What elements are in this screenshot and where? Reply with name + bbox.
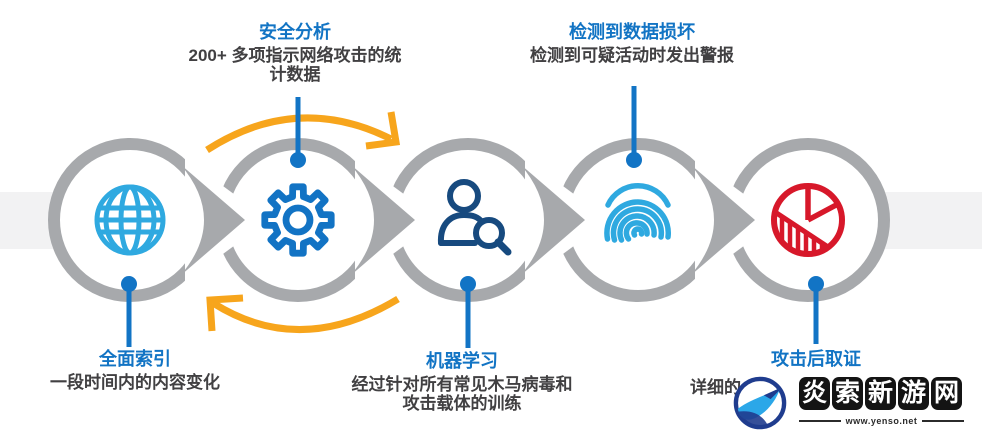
watermark-char: 游 <box>898 377 929 410</box>
cycle-arrow-top-head-icon <box>365 111 401 150</box>
step-title: 全面索引 <box>99 349 171 369</box>
background-band-right <box>884 192 982 249</box>
cycle-arrow-bottom <box>211 296 400 334</box>
cycle-arrow-bottom-head-icon <box>206 294 244 332</box>
fingerprint-icon <box>604 183 672 243</box>
watermark-char: 新 <box>865 377 896 410</box>
step-title: 安全分析 <box>259 22 331 42</box>
connector-dot <box>290 152 306 168</box>
step-title: 检测到数据损坏 <box>569 22 695 42</box>
globe-icon <box>94 184 166 256</box>
chevron-arrow-icon <box>350 164 415 276</box>
connector-dot <box>626 152 642 168</box>
step-desc: 200+ 多项指示网络攻击的统计数据 <box>188 45 402 85</box>
step-label-3: 机器学习 经过针对所有常见木马病毒和攻击载体的训练 <box>348 351 576 414</box>
divider <box>799 420 841 422</box>
watermark-site-url: www.yenso.net <box>845 416 918 426</box>
watermark-char: 炎 <box>799 377 830 410</box>
watermark-logo-icon <box>733 376 787 430</box>
step-label-4: 检测到数据损坏 检测到可疑活动时发出警报 <box>482 22 782 65</box>
chevron-arrow-icon <box>690 164 755 276</box>
step-title: 攻击后取证 <box>771 349 861 369</box>
chevron-arrow-icon <box>180 164 245 276</box>
step-title: 机器学习 <box>426 351 498 371</box>
person-search-icon <box>437 179 512 256</box>
divider <box>922 420 964 422</box>
connector-dot <box>121 276 137 292</box>
gear-icon <box>261 183 335 257</box>
watermark-url-row: www.yenso.net <box>799 416 964 426</box>
step-desc: 检测到可疑活动时发出警报 <box>530 45 734 65</box>
step-label-2: 安全分析 200+ 多项指示网络攻击的统计数据 <box>184 22 406 85</box>
label-connectors <box>121 86 824 348</box>
watermark-char: 网 <box>931 377 962 410</box>
pie-chart-icon <box>771 183 845 257</box>
step-desc: 详细的 <box>690 378 741 397</box>
step-desc: 经过针对所有常见木马病毒和攻击载体的训练 <box>351 374 573 414</box>
watermark-site-name: 炎 索 新 游 网 <box>799 377 962 410</box>
pie-hatch-lines <box>779 217 825 253</box>
step-desc: 一段时间内的内容变化 <box>50 372 220 392</box>
step-label-1: 全面索引 一段时间内的内容变化 <box>20 349 250 392</box>
flow-connectors <box>180 158 779 282</box>
watermark-char: 索 <box>832 377 863 410</box>
connector-dot <box>808 276 824 292</box>
connector-dot <box>460 276 476 292</box>
chevron-arrow-icon <box>520 164 585 276</box>
step-label-5: 攻击后取证 <box>716 349 916 373</box>
